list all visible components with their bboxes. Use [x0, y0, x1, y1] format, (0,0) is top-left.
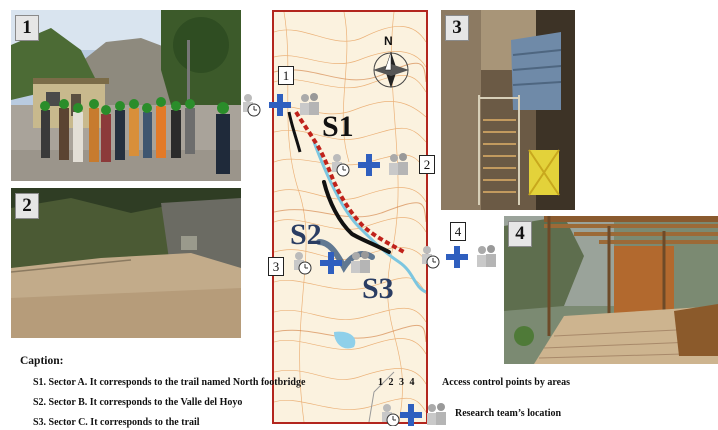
clock-person-icon — [242, 93, 261, 117]
legend-access-text: Access control points by areas — [442, 377, 570, 388]
sector-label-s1: S1 — [322, 110, 354, 143]
photo-number-badge: 4 — [508, 221, 532, 247]
caption-sector-s2: S2. Sector B. It corresponds to the Vall… — [33, 397, 243, 408]
plus-cross-icon — [269, 94, 291, 116]
north-label: N — [384, 34, 393, 48]
team-location-icons-1 — [239, 92, 329, 118]
clock-person-icon — [331, 153, 350, 177]
access-point-4-callout: 4 — [450, 222, 466, 241]
sector-label-s2: S2 — [290, 218, 322, 251]
team-location-icons-3 — [290, 250, 380, 276]
north-arrow — [373, 51, 409, 88]
people-icon — [389, 153, 408, 175]
access-point-2-callout: 2 — [419, 155, 435, 174]
people-icon — [477, 245, 496, 267]
legend-team-icons — [378, 402, 448, 426]
caption-sector-s3: S3. Sector C. It corresponds to the trai… — [33, 417, 200, 428]
photo-1-trailhead-visitors: 1 — [11, 10, 241, 181]
plus-cross-icon — [400, 404, 422, 426]
people-icon — [351, 251, 370, 273]
people-icon — [427, 403, 446, 425]
plus-cross-icon — [358, 154, 380, 176]
legend-team-text: Research team’s location — [455, 408, 562, 419]
photo-number-badge: 1 — [15, 15, 39, 41]
photo-2-valley: 2 — [11, 188, 241, 338]
sector-label-s3: S3 — [362, 272, 394, 305]
clock-person-icon — [381, 403, 400, 426]
photo-4-pergola: 4 — [504, 216, 718, 364]
plus-cross-icon — [446, 246, 468, 268]
plus-cross-icon — [320, 252, 342, 274]
people-icon — [300, 93, 319, 115]
legend-access-numbers: 1 2 3 4 — [378, 377, 415, 388]
clock-person-icon — [293, 251, 312, 275]
photo-3-staircase: 3 — [441, 10, 575, 210]
team-location-icons-4 — [418, 244, 508, 270]
caption-sector-s1: S1. Sector A. It corresponds to the trai… — [33, 377, 306, 388]
photo-number-badge: 3 — [445, 15, 469, 41]
caption-title: Caption: — [20, 355, 64, 367]
clock-person-icon — [421, 245, 440, 269]
team-location-icons-2 — [328, 152, 418, 178]
photo-number-badge: 2 — [15, 193, 39, 219]
access-point-1-callout: 1 — [278, 66, 294, 85]
access-point-3-callout: 3 — [268, 257, 284, 276]
topographic-map: N — [272, 10, 428, 424]
